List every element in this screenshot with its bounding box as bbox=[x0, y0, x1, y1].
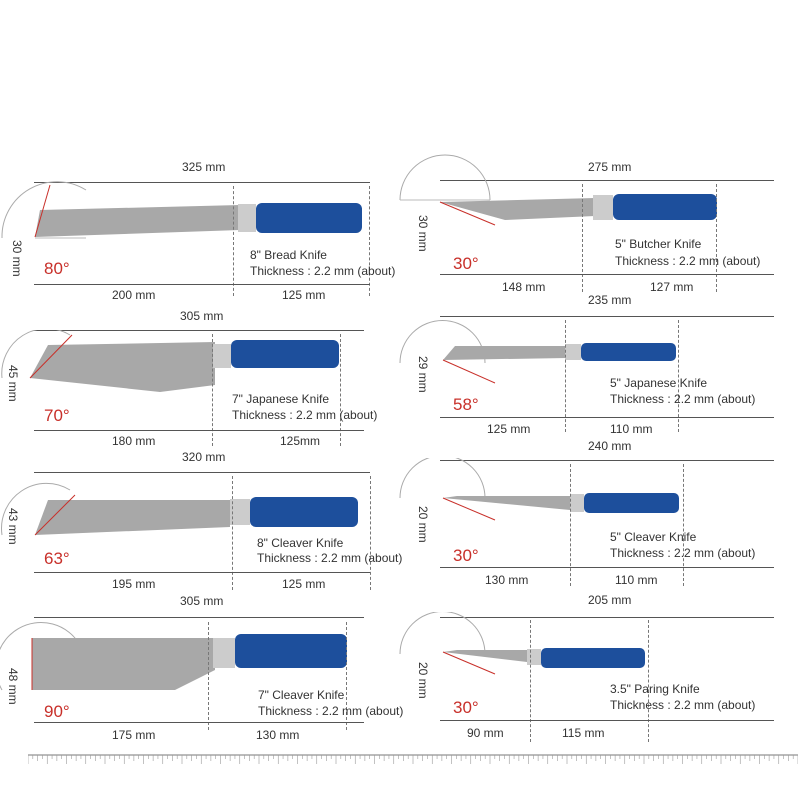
cleaver-knife-7-illustration bbox=[0, 622, 347, 691]
blade-length: 200 mm bbox=[112, 288, 156, 302]
knife-name: 8" Bread Knife bbox=[250, 248, 327, 262]
blade-length: 195 mm bbox=[112, 577, 156, 591]
height-label: 20 mm bbox=[416, 662, 430, 699]
angle-label: 58° bbox=[453, 395, 479, 414]
thickness: Thickness : 2.2 mm (about) bbox=[257, 551, 403, 565]
height-label: 20 mm bbox=[416, 506, 430, 543]
thickness: Thickness : 2.2 mm (about) bbox=[610, 392, 756, 406]
angle-label: 90° bbox=[44, 702, 70, 721]
total-length: 240 mm bbox=[588, 439, 632, 453]
angle-label: 30° bbox=[453, 546, 479, 565]
total-length: 320 mm bbox=[182, 450, 226, 464]
handle-length: 130 mm bbox=[256, 728, 300, 742]
total-length: 235 mm bbox=[588, 293, 632, 307]
angle-label: 80° bbox=[44, 259, 70, 278]
butcher-knife-illustration bbox=[399, 154, 717, 226]
knife-name: 5" Butcher Knife bbox=[615, 237, 702, 251]
handle-length: 127 mm bbox=[650, 280, 694, 294]
total-length: 305 mm bbox=[180, 594, 224, 608]
height-label: 30 mm bbox=[10, 240, 24, 277]
angle-label: 70° bbox=[44, 406, 70, 425]
blade-length: 130 mm bbox=[485, 573, 529, 587]
thickness: Thickness : 2.2 mm (about) bbox=[232, 408, 378, 422]
angle-label: 30° bbox=[453, 254, 479, 273]
total-length: 305 mm bbox=[180, 309, 224, 323]
cleaver-knife-8-illustration bbox=[1, 482, 358, 536]
total-length: 275 mm bbox=[588, 160, 632, 174]
height-label: 43 mm bbox=[6, 508, 20, 545]
blade-length: 180 mm bbox=[112, 434, 156, 448]
knife-name: 7" Japanese Knife bbox=[232, 392, 329, 406]
japanese-knife-7-illustration bbox=[1, 330, 339, 392]
handle-length: 115 mm bbox=[562, 726, 605, 740]
thickness: Thickness : 2.2 mm (about) bbox=[250, 264, 396, 278]
height-label: 29 mm bbox=[416, 356, 430, 393]
angle-label: 30° bbox=[453, 698, 479, 717]
blade-length: 90 mm bbox=[467, 726, 504, 740]
thickness: Thickness : 2.2 mm (about) bbox=[610, 698, 756, 712]
ruler bbox=[28, 754, 798, 764]
knife-name: 3.5" Paring Knife bbox=[610, 682, 700, 696]
knife-name: 5" Japanese Knife bbox=[610, 376, 707, 390]
total-length: 325 mm bbox=[182, 160, 226, 174]
thickness: Thickness : 2.2 mm (about) bbox=[610, 546, 756, 560]
handle-length: 110 mm bbox=[615, 573, 658, 587]
knife-name: 7" Cleaver Knife bbox=[258, 688, 345, 702]
blade-length: 175 mm bbox=[112, 728, 156, 742]
height-label: 30 mm bbox=[416, 215, 430, 252]
handle-length: 125mm bbox=[280, 434, 321, 448]
handle-length: 110 mm bbox=[610, 422, 653, 436]
handle-length: 125 mm bbox=[282, 577, 326, 591]
total-length: 205 mm bbox=[588, 593, 632, 607]
angle-label: 63° bbox=[44, 549, 70, 568]
thickness: Thickness : 2.2 mm (about) bbox=[615, 254, 761, 268]
blade-length: 125 mm bbox=[487, 422, 531, 436]
height-label: 48 mm bbox=[6, 668, 20, 705]
blade-length: 148 mm bbox=[502, 280, 546, 294]
handle-length: 125 mm bbox=[282, 288, 326, 302]
japanese-knife-5-illustration bbox=[399, 320, 676, 384]
knife-name: 8" Cleaver Knife bbox=[257, 536, 344, 550]
knife-name: 5" Cleaver Knife bbox=[610, 530, 697, 544]
bread-knife-illustration bbox=[1, 181, 362, 239]
thickness: Thickness : 2.2 mm (about) bbox=[258, 704, 404, 718]
cleaver-knife-5-illustration bbox=[399, 458, 679, 521]
height-label: 45 mm bbox=[6, 365, 20, 402]
paring-knife-illustration bbox=[399, 612, 645, 675]
